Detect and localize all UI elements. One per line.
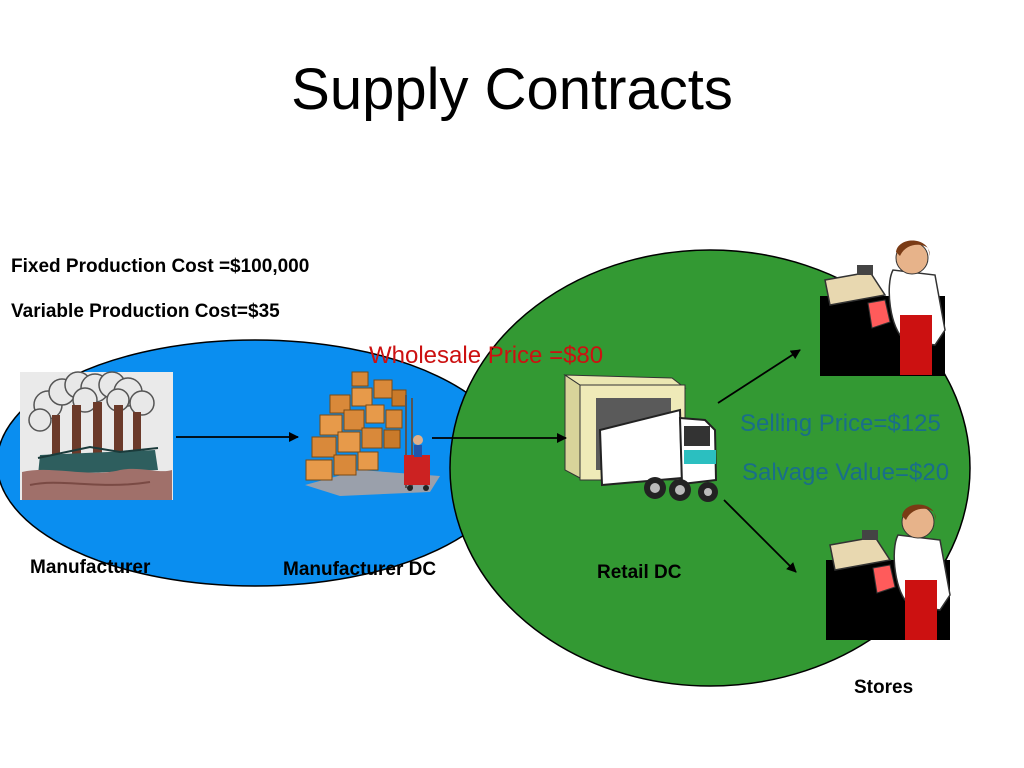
selling-price-label: Selling Price=$125 — [740, 410, 941, 437]
fixed-cost-label: Fixed Production Cost =$100,000 — [11, 256, 310, 277]
cashier-icon — [826, 504, 951, 640]
manufacturer-dc-label: Manufacturer DC — [283, 559, 437, 580]
warehouse-icon — [305, 371, 440, 496]
wholesale-price-label: Wholesale Price =$80 — [369, 342, 604, 369]
arrow-retail-to-store-top — [717, 349, 801, 404]
salvage-value-label: Salvage Value=$20 — [742, 459, 950, 486]
flow-arrows — [176, 349, 801, 573]
factory-icon — [20, 371, 173, 500]
arrow-retail-to-store-bottom — [723, 499, 797, 573]
stores-label: Stores — [854, 677, 914, 698]
manufacturer-label: Manufacturer — [30, 557, 151, 578]
truck-icon — [563, 374, 718, 502]
cashier-icon — [820, 240, 946, 376]
retail-dc-label: Retail DC — [597, 562, 682, 583]
page-title: Supply Contracts — [291, 57, 733, 122]
variable-cost-label: Variable Production Cost=$35 — [11, 301, 280, 322]
